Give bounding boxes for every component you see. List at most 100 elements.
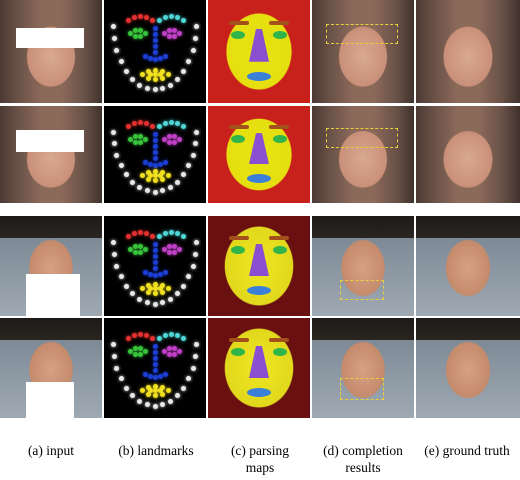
landmark-point xyxy=(142,246,148,252)
landmark-point xyxy=(114,48,120,54)
landmark-point xyxy=(125,233,131,239)
landmark-point xyxy=(145,289,151,295)
landmark-point xyxy=(132,139,138,145)
landmark-point xyxy=(161,246,167,252)
landmark-point xyxy=(171,249,177,255)
landmarks-image-row3 xyxy=(104,216,206,316)
landmark-point xyxy=(166,33,172,39)
landmark-point xyxy=(132,133,138,139)
landmark-point xyxy=(159,391,165,397)
landmark-point xyxy=(176,348,182,354)
landmark-point xyxy=(171,33,177,39)
landmark-point xyxy=(159,170,165,176)
parsing-eyebrow xyxy=(229,338,249,342)
landmark-point xyxy=(161,348,167,354)
landmark-point xyxy=(190,48,196,54)
landmark-point xyxy=(137,331,143,337)
landmark-point xyxy=(145,177,151,183)
landmarks-image-row2 xyxy=(104,106,206,203)
landmark-point xyxy=(152,403,158,409)
landmark-point xyxy=(166,243,172,249)
landmark-point xyxy=(144,188,150,194)
landmark-point xyxy=(132,345,138,351)
landmark-point xyxy=(131,230,137,236)
landmark-point xyxy=(159,384,165,390)
landmark-point xyxy=(145,68,151,74)
landmark-point xyxy=(137,13,143,19)
parsing-mouth xyxy=(247,388,271,397)
landmark-point xyxy=(123,385,129,391)
landmark-point xyxy=(152,173,158,179)
landmark-point xyxy=(137,345,143,351)
landmark-point xyxy=(171,243,177,249)
completion-result-row3 xyxy=(312,216,414,316)
landmark-point xyxy=(181,69,187,75)
landmark-point xyxy=(159,289,165,295)
landmark-point xyxy=(175,179,180,185)
landmark-point xyxy=(162,332,168,338)
landmark-point xyxy=(166,249,172,255)
landmark-point xyxy=(152,272,158,278)
landmark-point xyxy=(110,341,116,347)
completion-region-box xyxy=(340,280,384,300)
landmark-point xyxy=(137,229,143,235)
landmark-point xyxy=(193,141,199,147)
completion-result-row4 xyxy=(312,318,414,418)
landmark-point xyxy=(157,285,163,291)
landmark-point xyxy=(129,179,135,185)
parsing-eyebrow xyxy=(269,338,289,342)
landmark-point xyxy=(176,136,182,142)
landmark-point xyxy=(142,136,148,142)
landmark-point xyxy=(171,133,177,139)
landmark-point xyxy=(180,335,186,341)
landmark-point xyxy=(194,23,200,29)
landmark-point xyxy=(168,229,174,235)
parsing-map-row4 xyxy=(208,318,310,418)
caption-completion-line2: results xyxy=(345,460,381,475)
input-mask xyxy=(26,382,74,418)
parsing-eye xyxy=(231,348,245,356)
landmark-point xyxy=(162,159,168,165)
landmark-point xyxy=(129,291,135,297)
landmark-point xyxy=(111,36,117,42)
landmark-point xyxy=(157,55,163,61)
landmark-point xyxy=(125,123,131,129)
landmark-point xyxy=(149,233,155,239)
landmark-point xyxy=(152,253,158,259)
landmark-point xyxy=(147,373,153,379)
landmark-point xyxy=(160,300,166,306)
landmark-point xyxy=(186,59,192,65)
landmark-point xyxy=(137,351,143,357)
parsing-mouth xyxy=(247,72,271,82)
landmarks-image-row1 xyxy=(104,0,206,103)
landmark-point xyxy=(171,139,177,145)
landmark-point xyxy=(162,371,168,377)
landmark-point xyxy=(171,351,177,357)
landmark-point xyxy=(152,301,158,307)
landmark-point xyxy=(137,27,143,33)
completion-region-box xyxy=(326,24,398,44)
landmark-point xyxy=(156,17,162,23)
parsing-eye xyxy=(231,135,245,144)
landmark-point xyxy=(137,119,143,125)
landmark-point xyxy=(137,398,143,404)
landmark-point xyxy=(125,17,131,23)
caption-parsing-line2: maps xyxy=(245,460,275,475)
landmark-point xyxy=(123,172,129,178)
landmark-point xyxy=(144,402,150,408)
landmark-point xyxy=(157,271,163,277)
parsing-nose xyxy=(249,244,269,276)
landmark-point xyxy=(152,56,158,62)
landmark-point xyxy=(174,120,180,126)
parsing-eye xyxy=(273,246,287,254)
landmark-point xyxy=(159,282,165,288)
landmark-point xyxy=(162,53,168,59)
landmark-point xyxy=(142,30,148,36)
landmark-point xyxy=(152,178,158,184)
landmark-point xyxy=(152,37,158,43)
landmark-point xyxy=(194,129,200,135)
landmark-point xyxy=(157,71,163,77)
landmark-point xyxy=(165,173,171,179)
landmark-point xyxy=(149,335,155,341)
landmark-point xyxy=(111,251,117,257)
